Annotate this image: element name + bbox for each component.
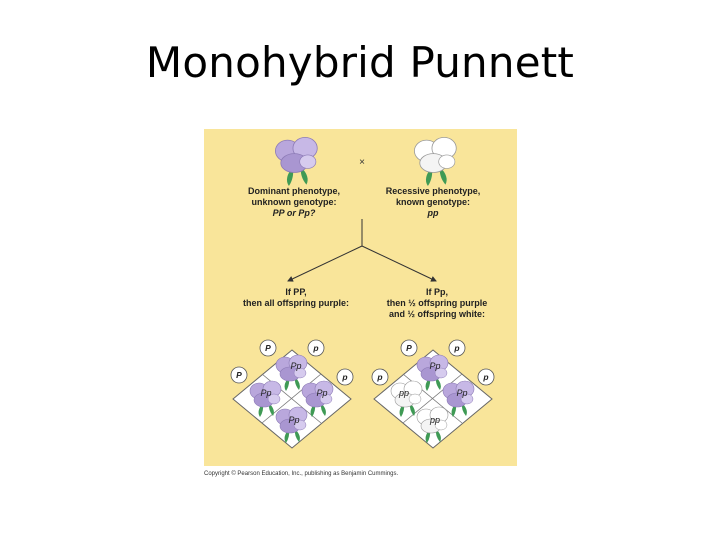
right-cell-right-genotype: Pp [456,388,467,398]
recessive-line2: known genotype: [396,197,470,207]
left-side-allele-1: P [236,370,242,380]
right-top-allele-1: P [406,343,412,353]
right-cell-bottom-genotype: pp [429,415,440,425]
left-side-allele-2-circle [336,368,354,386]
right-side-allele-2-circle [477,368,495,386]
case-pp-line1: If PP, [285,287,306,297]
left-side-allele-2: p [341,372,347,382]
right-punnett-square: Pp pp Pp pp P p p p [371,339,495,449]
right-square-divider-b [402,373,463,424]
recessive-line1: Recessive phenotype, [386,186,481,196]
slide-title: Monohybrid Punnett [145,38,575,87]
right-top-allele-2: p [453,343,459,353]
left-top-allele-1-circle [259,339,277,357]
left-cell-right-genotype: Pp [316,388,327,398]
left-cell-left-genotype: Pp [260,388,271,398]
right-side-allele-1: p [376,372,382,382]
case-pp-het-line1: If Pp, [426,287,448,297]
punnett-figure: × Dominant phenotype, unknown genotype: … [204,129,517,466]
right-side-allele-1-circle [371,368,389,386]
recessive-line3: pp [427,208,439,218]
right-cell-top-genotype: Pp [429,361,440,371]
left-cell-bottom-genotype: Pp [288,415,299,425]
figure-canvas: × Dominant phenotype, unknown genotype: … [204,129,517,466]
right-arrow [361,245,437,282]
left-side-allele-1-circle [230,366,248,384]
dominant-line1: Dominant phenotype, [248,186,340,196]
left-punnett-square: Pp Pp Pp Pp P p P p [230,339,354,449]
dominant-line2: unknown genotype: [252,197,337,207]
right-side-allele-2: p [482,372,488,382]
left-square-divider-b [261,373,322,424]
case-pp-het-line3: and ½ offspring white: [389,309,485,319]
right-top-allele-1-circle [400,339,418,357]
right-cell-left-genotype: pp [398,388,409,398]
dominant-line3: PP or Pp? [273,208,316,218]
right-top-allele-2-circle [448,339,466,357]
left-top-allele-2: p [312,343,318,353]
left-cell-top-genotype: Pp [290,361,301,371]
copyright-caption: Copyright © Pearson Education, Inc., pub… [204,471,399,477]
left-arrow [287,245,363,282]
left-top-allele-2-circle [307,339,325,357]
left-top-allele-1: P [265,343,271,353]
case-pp-line2: then all offspring purple: [243,298,349,308]
cross-symbol: × [359,157,365,168]
case-pp-het-line2: then ½ offspring purple [387,298,488,308]
